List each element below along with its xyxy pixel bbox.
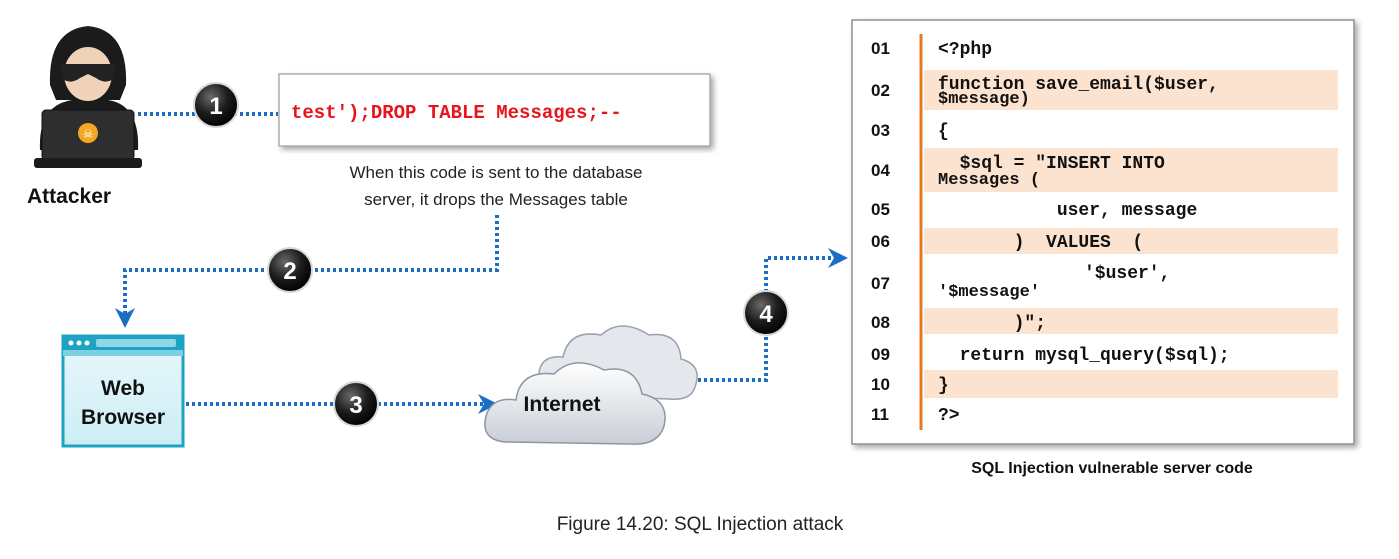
- code-row-02-shade: [924, 70, 1338, 110]
- line-number: 09: [871, 345, 890, 364]
- payload-caption-line2: server, it drops the Messages table: [364, 190, 628, 209]
- browser-label-line2: Browser: [81, 406, 165, 429]
- code-line: ?>: [938, 406, 960, 426]
- payload-caption-line1: When this code is sent to the database: [350, 163, 643, 182]
- line-number: 07: [871, 274, 890, 293]
- code-line: function save_email($user,: [938, 75, 1219, 95]
- step-2-badge: 2: [267, 247, 313, 293]
- code-row-04-shade: [924, 148, 1338, 192]
- code-line: )";: [938, 314, 1046, 334]
- code-line: }: [938, 376, 949, 396]
- code-line-wrap: '$message': [938, 283, 1040, 302]
- line-number: 06: [871, 232, 890, 251]
- code-row-06-shade: [924, 228, 1338, 254]
- figure-caption: Figure 14.20: SQL Injection attack: [557, 514, 844, 535]
- browser-label-line1: Web: [101, 377, 145, 400]
- internet-cloud-icon: [484, 325, 698, 445]
- code-line-wrap: $message): [938, 90, 1030, 109]
- step-4-number: 4: [759, 301, 773, 328]
- attacker-label: Attacker: [27, 185, 111, 208]
- line-number: 08: [871, 313, 890, 332]
- code-line: {: [938, 122, 949, 142]
- code-line: user, message: [938, 201, 1197, 221]
- step-1-badge: 1: [193, 82, 239, 128]
- code-row-08-shade: [924, 308, 1338, 334]
- code-line-wrap: Messages (: [938, 171, 1040, 190]
- code-line: <?php: [938, 40, 992, 60]
- line-number: 10: [871, 375, 890, 394]
- internet-label: Internet: [523, 393, 600, 416]
- code-line: ) VALUES (: [938, 233, 1143, 253]
- line-number: 05: [871, 200, 890, 219]
- code-row-10-shade: [924, 370, 1338, 398]
- code-panel-caption: SQL Injection vulnerable server code: [971, 460, 1253, 477]
- web-browser-icon: [61, 334, 185, 448]
- line-number: 11: [871, 405, 889, 424]
- step-4-badge: 4: [743, 290, 789, 336]
- line-number: 03: [871, 121, 890, 140]
- step-3-number: 3: [349, 392, 362, 419]
- code-panel: 01 <?php 02 function save_email($user, $…: [851, 19, 1355, 445]
- step-1-number: 1: [209, 93, 222, 120]
- line-number: 02: [871, 81, 890, 100]
- code-line: $sql = "INSERT INTO: [938, 154, 1165, 174]
- payload-box: [278, 73, 711, 147]
- line-number: 01: [871, 39, 890, 58]
- step-3-badge: 3: [333, 381, 379, 427]
- attacker-icon: ☠: [34, 26, 142, 168]
- line-number: 04: [871, 161, 890, 180]
- step-2-number: 2: [283, 258, 296, 285]
- code-line: '$user',: [1084, 264, 1170, 284]
- code-line: return mysql_query($sql);: [938, 346, 1230, 366]
- payload-code: test');DROP TABLE Messages;--: [291, 102, 622, 124]
- svg-text:☠: ☠: [83, 127, 94, 141]
